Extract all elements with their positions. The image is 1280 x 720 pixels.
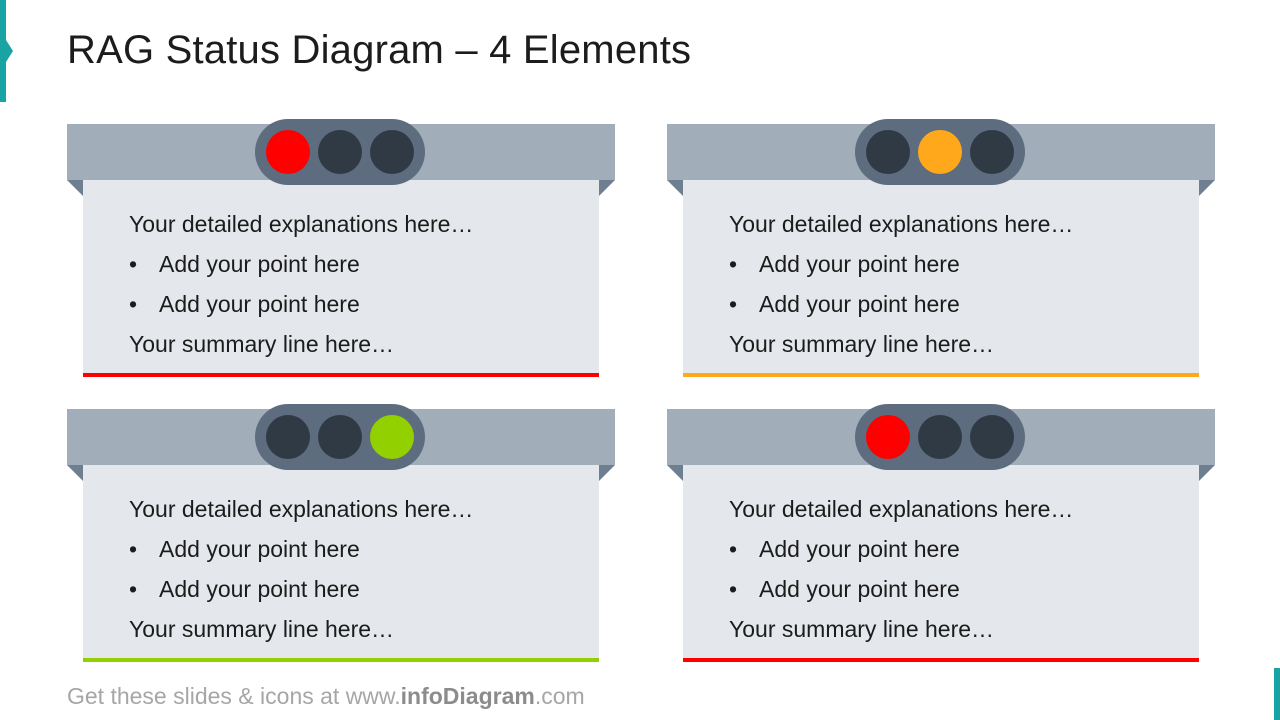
ribbon-fold-left <box>667 180 683 196</box>
card-heading: Your detailed explanations here… <box>129 211 474 237</box>
lamp-1 <box>266 415 310 459</box>
bullet-point: •Add your point here <box>129 569 589 609</box>
card-body <box>683 465 1199 659</box>
status-underline <box>683 373 1199 377</box>
rag-card-2: Your detailed explanations here… •Add yo… <box>667 119 1215 380</box>
lamp-2 <box>918 130 962 174</box>
lamp-3 <box>370 415 414 459</box>
card-heading: Your detailed explanations here… <box>129 496 474 522</box>
bullet-point: •Add your point here <box>729 529 1189 569</box>
status-underline <box>83 658 599 662</box>
footer-credit: Get these slides & icons at www.infoDiag… <box>67 683 585 709</box>
bullet-dot: • <box>129 251 138 277</box>
bullet-point: •Add your point here <box>129 244 589 284</box>
ribbon-fold-left <box>67 465 83 481</box>
ribbon-fold-left <box>67 180 83 196</box>
ribbon-fold-left <box>667 465 683 481</box>
card-summary: Your summary line here… <box>729 331 995 357</box>
card-text: Your detailed explanations here… •Add yo… <box>729 489 1189 649</box>
lamp-2 <box>318 415 362 459</box>
bullet-point: •Add your point here <box>729 244 1189 284</box>
bullet-dot: • <box>729 291 738 317</box>
ribbon-fold-right <box>1199 465 1215 481</box>
traffic-light-icon <box>855 404 1025 470</box>
rag-card-1: Your detailed explanations here… •Add yo… <box>67 119 615 380</box>
bullet-dot: • <box>729 536 738 562</box>
bullet-dot: • <box>729 576 738 602</box>
traffic-light-icon <box>855 119 1025 185</box>
bullet-point: •Add your point here <box>729 569 1189 609</box>
card-body <box>683 180 1199 374</box>
card-heading: Your detailed explanations here… <box>729 496 1074 522</box>
lamp-2 <box>318 130 362 174</box>
card-summary: Your summary line here… <box>729 616 995 642</box>
lamp-1 <box>866 130 910 174</box>
bullet-dot: • <box>129 536 138 562</box>
card-summary: Your summary line here… <box>129 616 395 642</box>
bullet-point: •Add your point here <box>129 284 589 324</box>
right-accent-tab <box>1274 668 1280 720</box>
accent-notch <box>6 40 13 62</box>
card-text: Your detailed explanations here… •Add yo… <box>129 204 589 364</box>
rag-card-4: Your detailed explanations here… •Add yo… <box>667 404 1215 665</box>
card-summary: Your summary line here… <box>129 331 395 357</box>
rag-card-3: Your detailed explanations here… •Add yo… <box>67 404 615 665</box>
lamp-3 <box>970 130 1014 174</box>
ribbon-fold-right <box>599 465 615 481</box>
footer-brand: infoDiagram <box>400 683 535 709</box>
ribbon-fold-right <box>599 180 615 196</box>
bullet-dot: • <box>729 251 738 277</box>
traffic-light-icon <box>255 404 425 470</box>
left-accent-tab <box>0 0 13 102</box>
accent-bar <box>0 0 6 102</box>
card-body <box>83 180 599 374</box>
card-body <box>83 465 599 659</box>
card-text: Your detailed explanations here… •Add yo… <box>729 204 1189 364</box>
ribbon-fold-right <box>1199 180 1215 196</box>
traffic-light-icon <box>255 119 425 185</box>
bullet-point: •Add your point here <box>729 284 1189 324</box>
bullet-dot: • <box>129 576 138 602</box>
lamp-1 <box>266 130 310 174</box>
bullet-dot: • <box>129 291 138 317</box>
lamp-2 <box>918 415 962 459</box>
slide-title: RAG Status Diagram – 4 Elements <box>67 28 692 72</box>
lamp-3 <box>970 415 1014 459</box>
card-text: Your detailed explanations here… •Add yo… <box>129 489 589 649</box>
lamp-3 <box>370 130 414 174</box>
lamp-1 <box>866 415 910 459</box>
status-underline <box>83 373 599 377</box>
status-underline <box>683 658 1199 662</box>
card-heading: Your detailed explanations here… <box>729 211 1074 237</box>
bullet-point: •Add your point here <box>129 529 589 569</box>
